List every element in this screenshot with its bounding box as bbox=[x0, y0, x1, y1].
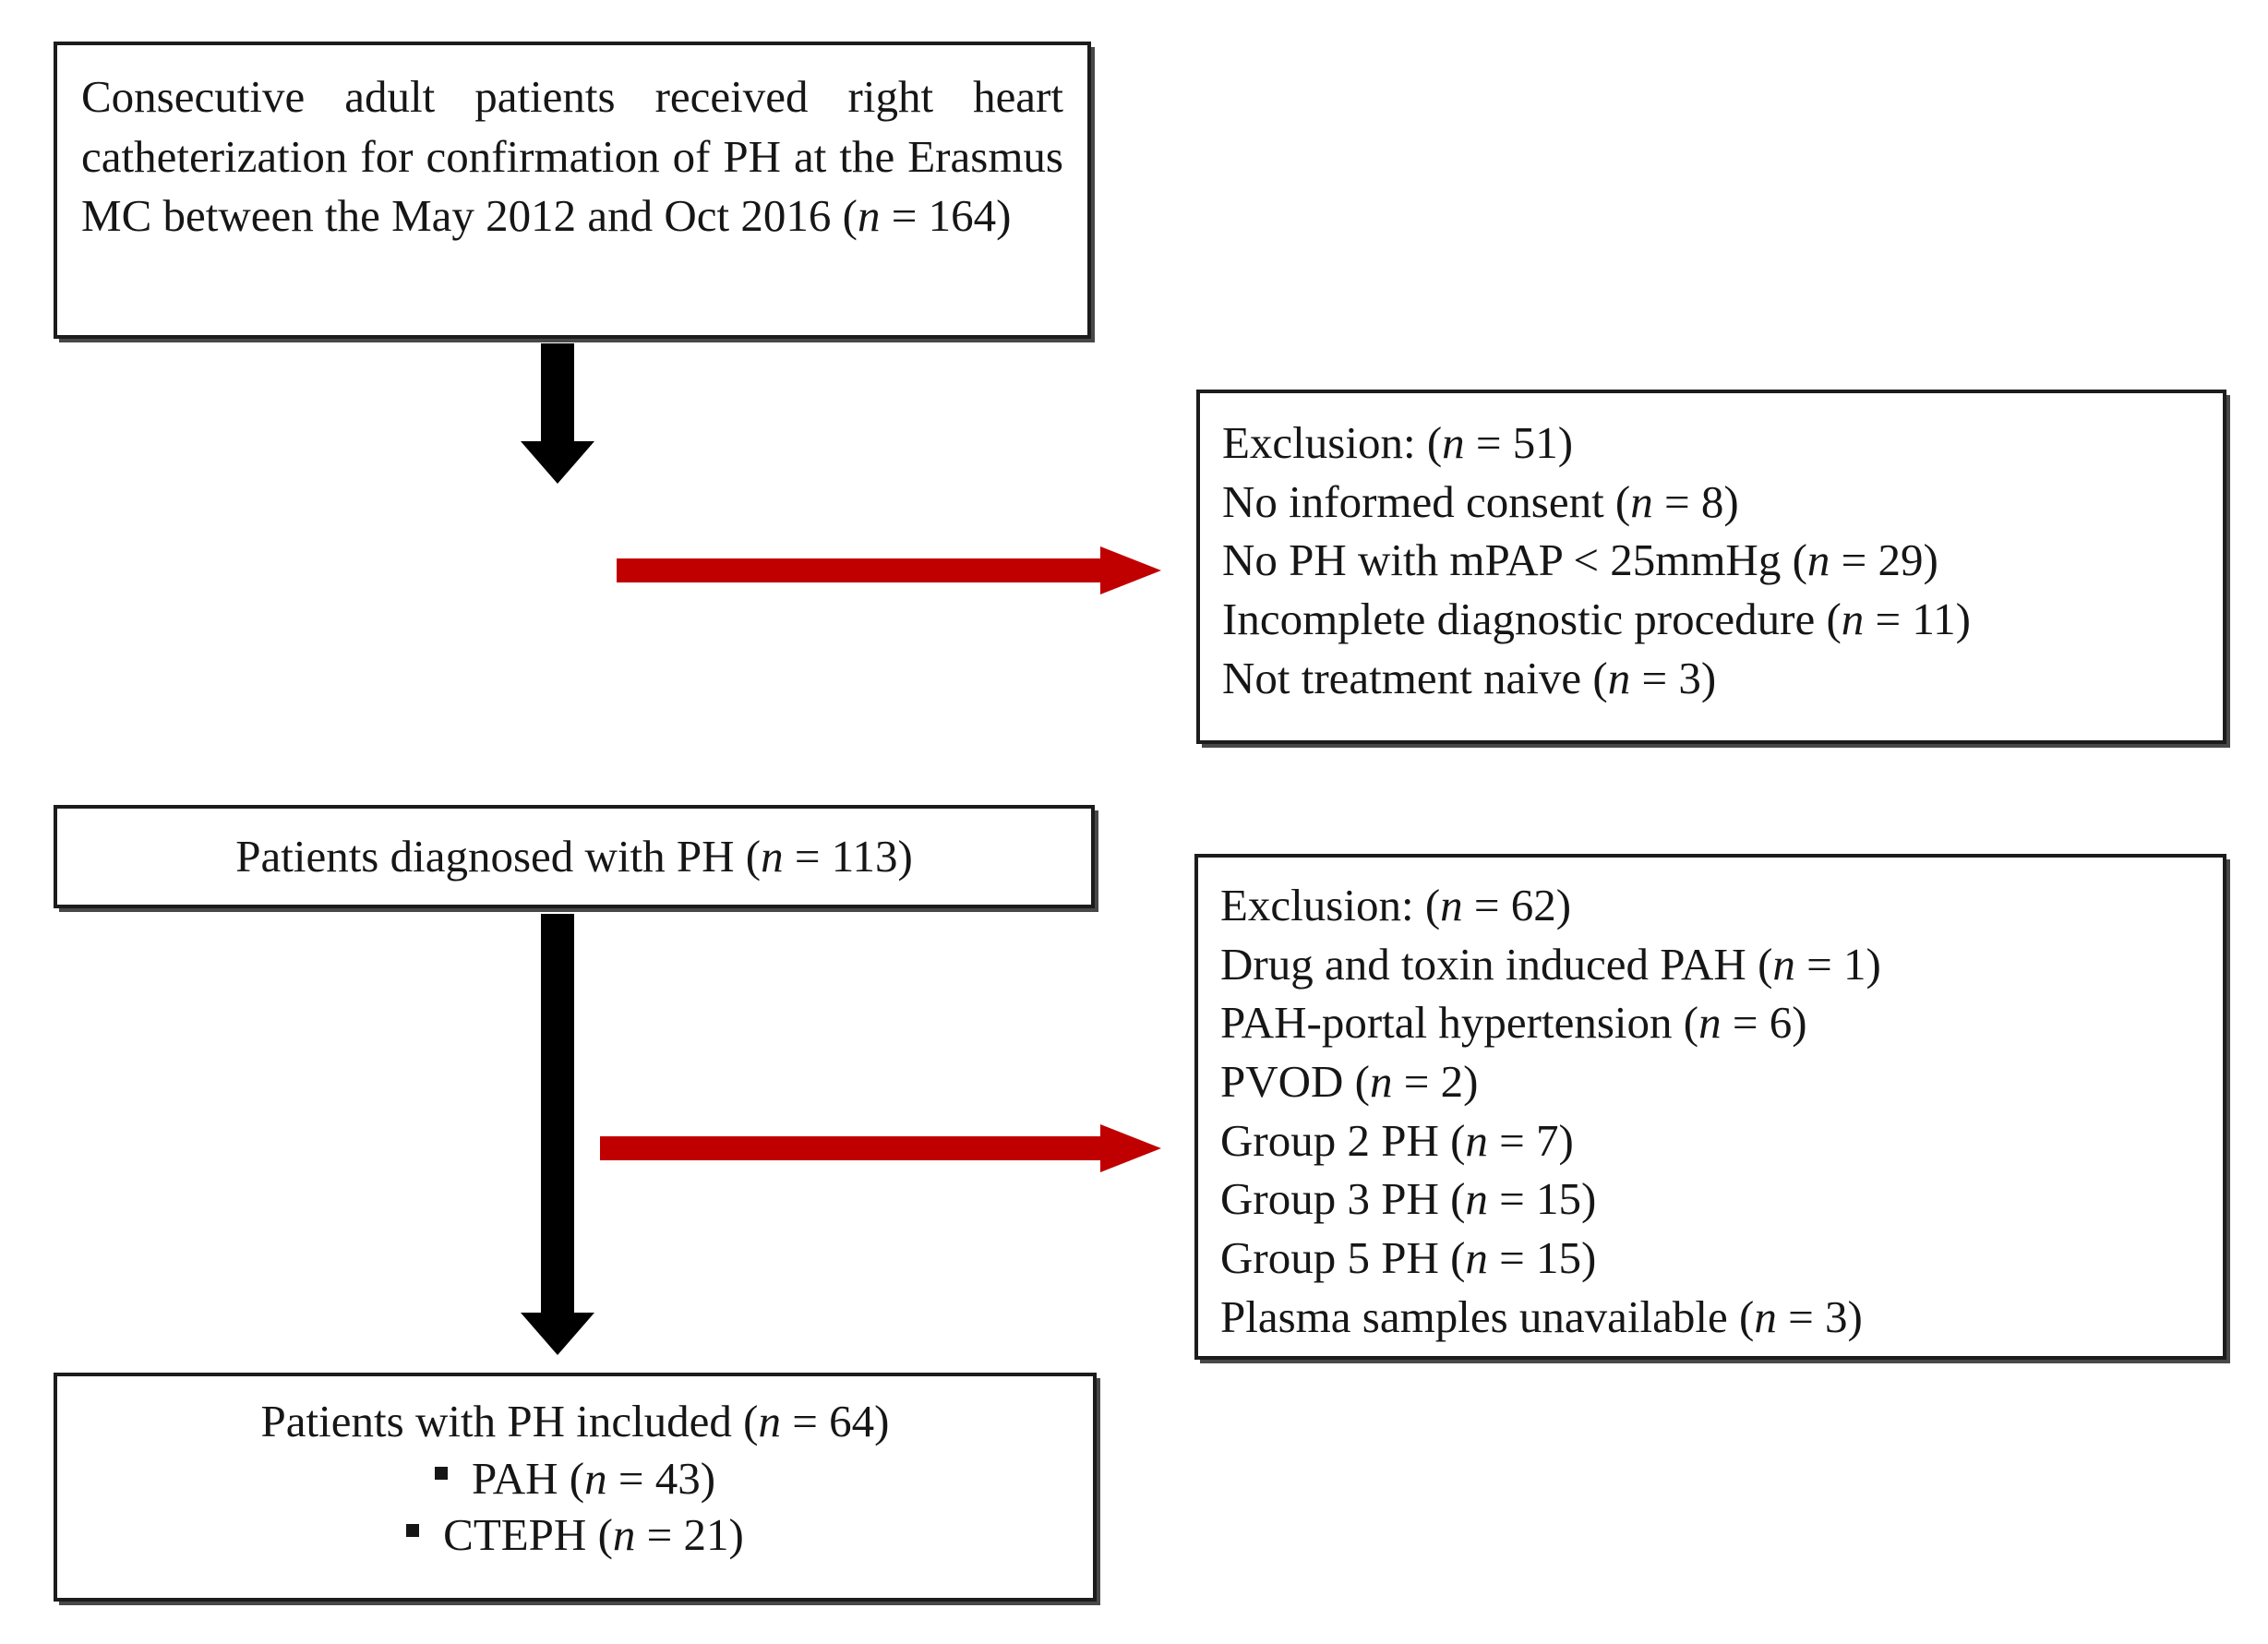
patients-included-heading: Patients with PH included (n = 64) bbox=[260, 1396, 890, 1446]
exclusion-box-1: Exclusion: (n = 51) No informed consent … bbox=[1196, 390, 2226, 744]
exclusion-2-reason: Group 2 PH (n = 7) bbox=[1220, 1114, 1574, 1166]
exclusion-2-reason: Group 3 PH (n = 15) bbox=[1220, 1173, 1597, 1225]
exclusion-1-reason: Not treatment naive (n = 3) bbox=[1222, 652, 1717, 703]
exclusion-2-reason: Plasma samples unavailable (n = 3) bbox=[1220, 1290, 1863, 1342]
exclusion-1-reason: Incomplete diagnostic procedure (n = 11) bbox=[1222, 594, 1971, 645]
included-subitem-row: CTEPH (n = 21) bbox=[76, 1506, 1074, 1564]
exclusion-arrow-1-right-icon bbox=[617, 546, 1161, 594]
exclusion-2-reason: PVOD (n = 2) bbox=[1220, 1056, 1479, 1108]
node-patients-included: Patients with PH included (n = 64) PAH (… bbox=[54, 1373, 1097, 1602]
node-patients-diagnosed: Patients diagnosed with PH (n = 113) bbox=[54, 805, 1095, 908]
included-subitem-label: PAH (n = 43) bbox=[471, 1452, 716, 1504]
exclusion-1-heading: Exclusion: (n = 51) bbox=[1222, 417, 1574, 468]
node-source-population: Consecutive adult patients received righ… bbox=[54, 42, 1091, 339]
exclusion-1-reason: No informed consent (n = 8) bbox=[1222, 475, 1739, 527]
patients-diagnosed-text: Patients diagnosed with PH (n = 113) bbox=[235, 831, 913, 882]
bullet-square-icon bbox=[406, 1523, 420, 1537]
flow-arrow-1-down-icon bbox=[521, 343, 594, 484]
flow-arrow-2-down-icon bbox=[521, 914, 594, 1355]
included-subitem-row: PAH (n = 43) bbox=[76, 1450, 1074, 1507]
exclusion-arrow-2-right-icon bbox=[600, 1124, 1161, 1172]
exclusion-box-2: Exclusion: (n = 62) Drug and toxin induc… bbox=[1194, 854, 2226, 1360]
exclusion-2-reason: Drug and toxin induced PAH (n = 1) bbox=[1220, 938, 1881, 990]
exclusion-2-reason: Group 5 PH (n = 15) bbox=[1220, 1232, 1597, 1284]
exclusion-1-reason: No PH with mPAP < 25mmHg (n = 29) bbox=[1222, 534, 1938, 586]
included-subitem-label: CTEPH (n = 21) bbox=[443, 1509, 744, 1561]
source-population-text: Consecutive adult patients received righ… bbox=[81, 71, 1063, 242]
exclusion-2-heading: Exclusion: (n = 62) bbox=[1220, 880, 1572, 930]
bullet-square-icon bbox=[434, 1467, 448, 1481]
exclusion-2-reason: PAH-portal hypertension (n = 6) bbox=[1220, 997, 1807, 1049]
